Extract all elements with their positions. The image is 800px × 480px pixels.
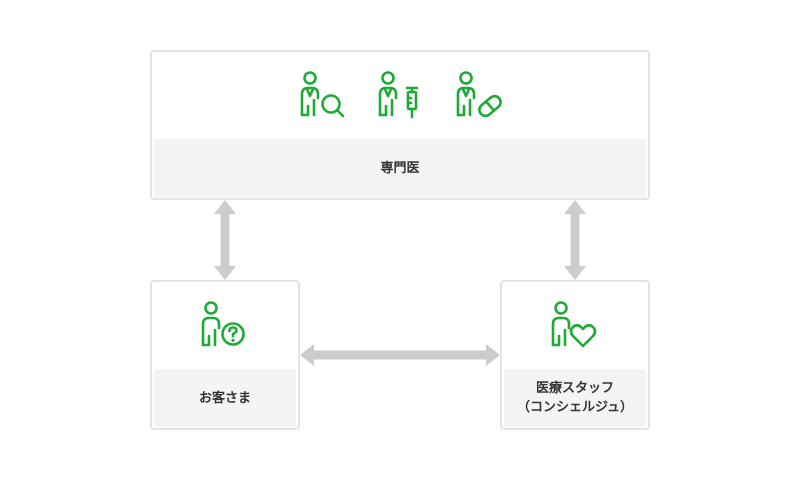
customer-label: お客さま (154, 369, 296, 427)
staff-label-line2: （コンシェルジュ） (516, 400, 634, 415)
doctor-magnifier-icon (296, 70, 352, 122)
customer-box: お客さま (150, 280, 300, 430)
customer-label-text: お客さま (198, 390, 251, 406)
staff-box: 医療スタッフ （コンシェルジュ） (500, 280, 650, 430)
arrow-staff-specialist (564, 200, 586, 280)
arrow-customer-staff (300, 344, 500, 366)
doctor-pill-icon (452, 70, 508, 122)
specialist-label: 専門医 (154, 139, 646, 197)
specialist-box: 専門医 (150, 50, 650, 200)
doctor-syringe-icon (374, 70, 430, 122)
person-heart-icon (547, 300, 603, 352)
staff-label-line1: 医療スタッフ (535, 381, 614, 396)
staff-label: 医療スタッフ （コンシェルジュ） (504, 369, 646, 427)
person-question-icon (197, 300, 253, 352)
arrow-customer-specialist (214, 200, 236, 280)
specialist-label-text: 専門医 (380, 160, 420, 176)
